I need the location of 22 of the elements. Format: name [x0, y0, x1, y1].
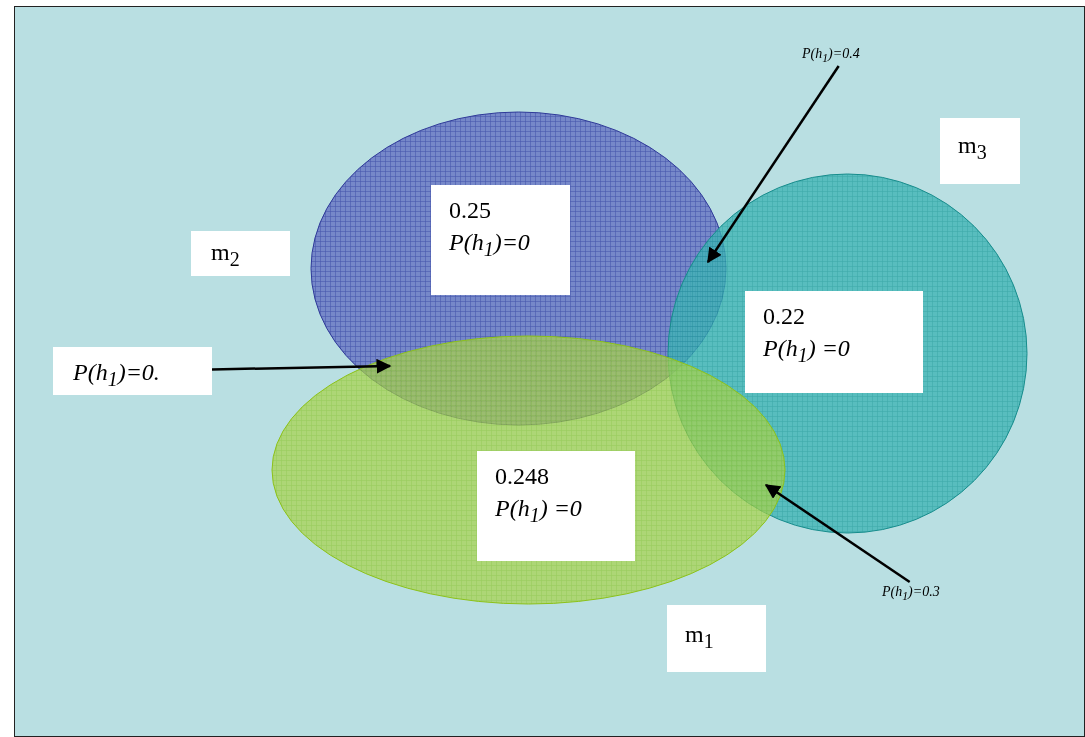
label-text: m$_{3}$: [958, 132, 987, 165]
leader-arrow: [211, 358, 392, 374]
probability-label: [53, 347, 212, 395]
probability-text: P(h$_{1}$)=0: [449, 229, 530, 262]
value-box: [431, 185, 570, 295]
leader-arrow: [764, 483, 911, 584]
set-label: [667, 605, 766, 672]
value-box: [745, 291, 923, 393]
probability-text: P(h$_{1}$) =0: [763, 335, 850, 368]
probability-text: P(h$_{1}$)=0.4: [802, 46, 860, 67]
probability-text: P(h$_{1}$) =0: [495, 495, 582, 528]
probability-text: P(h$_{1}$)=0.3: [882, 584, 940, 605]
value-text: 0.248: [495, 463, 549, 491]
value-box: [477, 451, 635, 561]
value-text: 0.22: [763, 303, 805, 331]
label-text: m$_{2}$: [211, 239, 240, 272]
label-text: P(h$_{1}$)=0.: [73, 359, 160, 392]
value-text: 0.25: [449, 197, 491, 225]
leader-arrow: [706, 65, 840, 264]
set-label: [191, 231, 290, 276]
label-text: m$_{1}$: [685, 621, 714, 654]
set-label: [940, 118, 1020, 184]
